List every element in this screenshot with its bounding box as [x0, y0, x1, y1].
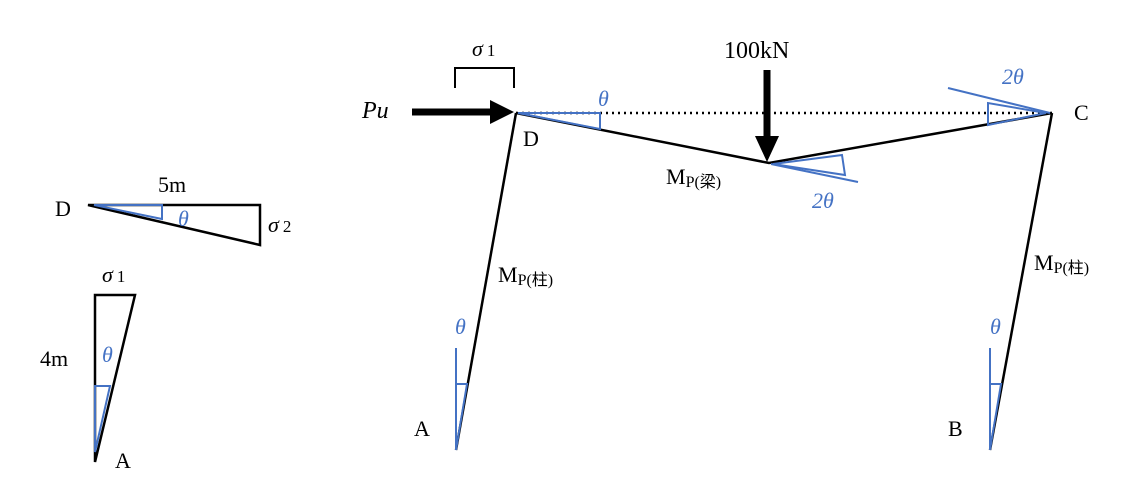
node-c-label: C	[1074, 100, 1089, 125]
vertical-load-label: 100kN	[724, 38, 789, 64]
column-angle-label: θ	[102, 342, 113, 367]
column-angle-marker	[94, 385, 112, 453]
left-column-plastic-moment-label: MP(柱)	[498, 262, 553, 289]
column-height-label: 4m	[40, 346, 68, 371]
horizontal-load-arrowhead	[490, 100, 514, 124]
beam-node-label: D	[55, 196, 71, 221]
horizontal-load-label: Pu	[361, 98, 389, 124]
beam-plastic-moment-label: MP(梁)	[666, 164, 721, 191]
left-column-angle-label: θ	[455, 314, 466, 339]
beam-d-angle-marker	[517, 112, 601, 131]
beam-c-angle-label: 2θ	[1002, 64, 1024, 89]
node-b-label: B	[948, 416, 963, 441]
column-triangle-shape	[93, 293, 137, 463]
sway-bracket	[454, 67, 515, 88]
beam-angle-marker	[93, 204, 163, 221]
right-column-plastic-moment-label: MP(柱)	[1034, 250, 1089, 277]
column-node-label: A	[115, 448, 131, 473]
beam-angle-label: θ	[178, 206, 189, 231]
beam-c-angle-marker	[987, 101, 1047, 127]
beam-triangle-shape	[87, 203, 262, 247]
beam-d-angle-label: θ	[598, 86, 609, 111]
beam-mid-angle-label: 2θ	[812, 188, 834, 213]
beam-mid-reference-line	[770, 163, 859, 183]
node-d-label: D	[523, 126, 539, 151]
deformed-beam	[515, 111, 1053, 165]
node-a-label: A	[414, 416, 430, 441]
right-column-angle-label: θ	[990, 314, 1001, 339]
beam-mid-angle-marker	[772, 153, 847, 177]
beam-c-reference-line	[947, 87, 1051, 114]
right-column-angle-marker	[989, 348, 1003, 451]
beam-length-label: 5m	[158, 172, 186, 197]
vertical-load-arrowhead	[755, 136, 779, 162]
left-column-angle-marker	[455, 348, 469, 451]
